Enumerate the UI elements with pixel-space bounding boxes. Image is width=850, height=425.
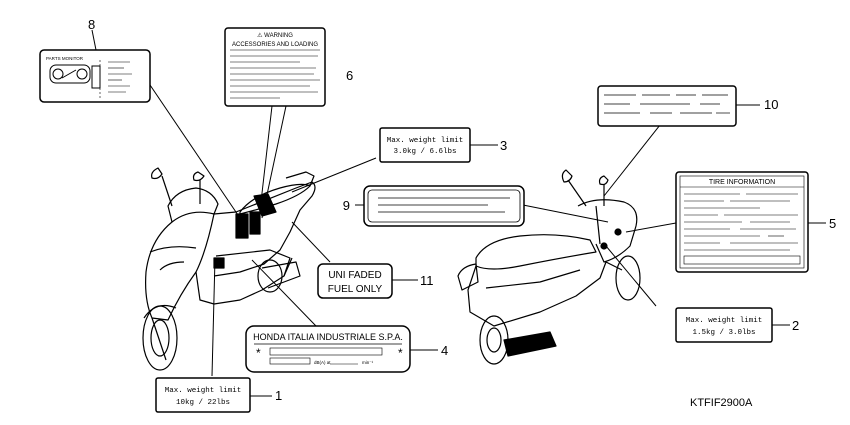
callout-6: 6 <box>346 68 353 83</box>
svg-text:10kg / 22lbs: 10kg / 22lbs <box>176 399 230 407</box>
label-4-honda-plate: HONDA ITALIA INDUSTRIALE S.P.A. * * dB(A… <box>245 325 411 373</box>
callout-10: 10 <box>764 97 778 112</box>
callout-9: 9 <box>343 198 350 213</box>
parts-monitor-icon <box>49 64 101 89</box>
callout-11: 11 <box>420 273 434 288</box>
label-10-blank-plate <box>597 85 737 127</box>
svg-text:ACCESSORIES AND LOADING: ACCESSORIES AND LOADING <box>232 42 318 48</box>
svg-text:⚠ WARNING: ⚠ WARNING <box>257 32 293 39</box>
label-9-blank-plate <box>363 185 525 227</box>
callout-5: 5 <box>829 216 836 231</box>
label-3-weight-limit: Max. weight limit 3.0kg / 6.6lbs <box>379 127 471 163</box>
svg-text:UNI FADED: UNI FADED <box>328 270 381 281</box>
callout-4: 4 <box>441 343 448 358</box>
label-11-fuel: UNI FADED FUEL ONLY <box>317 263 393 299</box>
svg-text:Max. weight limit: Max. weight limit <box>686 317 763 325</box>
star-right: * <box>398 346 403 360</box>
label-2-weight-limit: Max. weight limit 1.5kg / 3.0lbs <box>675 307 773 343</box>
svg-text:min⁻¹: min⁻¹ <box>362 360 374 365</box>
leader-lines <box>91 29 826 397</box>
svg-text:PARTS MONITOR: PARTS MONITOR <box>46 56 84 61</box>
label-8-parts-monitor: PARTS MONITOR <box>39 49 151 103</box>
callout-3: 3 <box>500 138 507 153</box>
svg-text:Max. weight limit: Max. weight limit <box>387 137 464 145</box>
callout-8: 8 <box>88 17 95 32</box>
svg-text:Max. weight limit: Max. weight limit <box>165 387 242 395</box>
label-5-tire-information: TIRE INFORMATION <box>675 171 809 273</box>
svg-text:dB(A) at: dB(A) at <box>314 360 331 365</box>
star-left: * <box>256 346 261 360</box>
label-1-weight-limit: Max. weight limit 10kg / 22lbs <box>155 377 251 413</box>
svg-text:TIRE INFORMATION: TIRE INFORMATION <box>709 179 775 186</box>
scooter-rear-view <box>457 169 641 365</box>
label-6-warning: ⚠ WARNING ACCESSORIES AND LOADING <box>224 27 326 107</box>
svg-text:3.0kg / 6.6lbs: 3.0kg / 6.6lbs <box>393 148 456 156</box>
callout-2: 2 <box>792 318 799 333</box>
svg-text:1.5kg / 3.0lbs: 1.5kg / 3.0lbs <box>692 329 755 337</box>
svg-text:HONDA ITALIA INDUSTRIALE S.P.A: HONDA ITALIA INDUSTRIALE S.P.A. <box>253 332 403 342</box>
svg-text:FUEL ONLY: FUEL ONLY <box>328 284 383 295</box>
callout-1: 1 <box>275 388 282 403</box>
scooter-front-view <box>142 167 316 371</box>
diagram-code: KTFIF2900A <box>690 397 753 409</box>
